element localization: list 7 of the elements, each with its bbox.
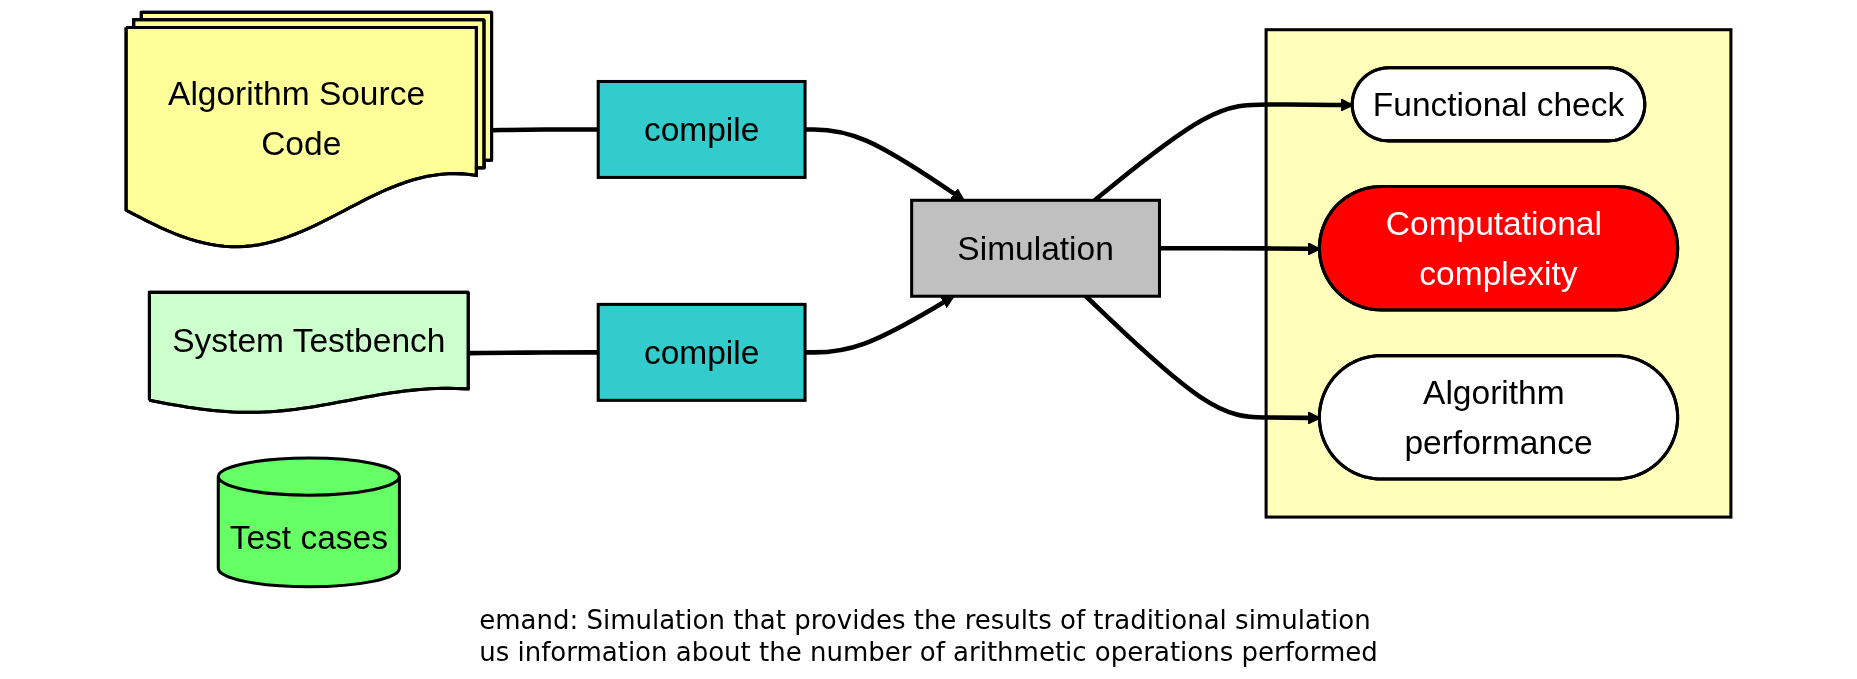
node-box: Simulation — [910, 198, 1161, 298]
note-text: emand: Simulation that provides the results of traditional simulation — [479, 605, 1372, 635]
node-box: compile — [596, 79, 807, 179]
node-box: compile — [596, 302, 807, 402]
note-text: us information about the number of arithmetic operations performed — [479, 637, 1378, 667]
cluster — [1264, 28, 1733, 519]
arrow — [805, 127, 965, 201]
